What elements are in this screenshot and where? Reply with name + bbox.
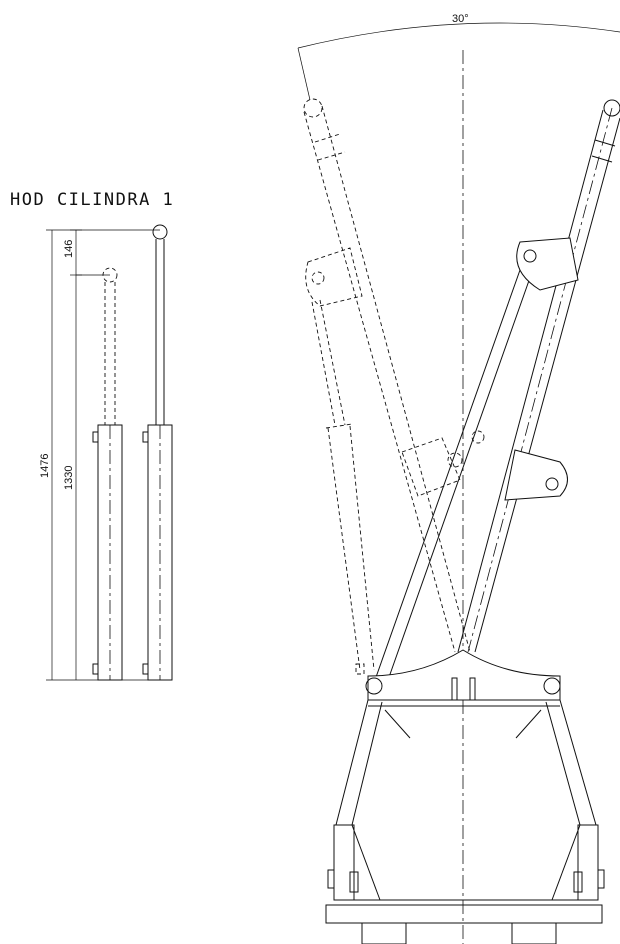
boom-tip-eye-right [603, 99, 620, 117]
angle-arc [297, 22, 620, 49]
leg-left-outer [335, 699, 369, 826]
boom-edge-a [303, 111, 456, 653]
boom-edge-d [474, 117, 620, 653]
post-lug-right [573, 871, 583, 893]
dim-146: 146 [63, 240, 75, 258]
port-bottom-a [92, 663, 99, 675]
boom-tilted-dashed [303, 98, 485, 675]
bracket-pin-mid-right [545, 477, 559, 491]
post-lug-left [349, 871, 359, 893]
boom-band-a [314, 133, 341, 143]
dim-1330: 1330 [63, 466, 75, 490]
frame-arm-inner [387, 271, 533, 681]
diag-right [551, 824, 581, 901]
bracket-mid-right [504, 449, 568, 501]
pin-knob [471, 430, 485, 444]
bracket-top-right [516, 237, 579, 291]
boom-band-c [594, 139, 616, 147]
diag-left [351, 824, 381, 901]
cylinder-stroke-view: HOD CILINDRA 1 146 1476 1330 [10, 190, 174, 681]
drawing-title: HOD CILINDRA 1 [10, 190, 174, 210]
frame-arm-outer [374, 269, 521, 681]
foot-right [511, 922, 557, 944]
boom-assembly-view: 30° [297, 13, 620, 944]
bracket-pin-top-left [311, 271, 325, 285]
cyl-barrel-cap [325, 423, 353, 429]
cradle-plate [367, 649, 561, 701]
rod-eye-extended [152, 224, 168, 240]
leg-right-outer [559, 699, 597, 826]
brace-right [515, 709, 542, 739]
leg-left-inner [351, 701, 383, 826]
foot-left [361, 922, 407, 944]
brace-left [384, 709, 411, 739]
boom-edge-c [457, 109, 604, 653]
boom-band-b [317, 151, 346, 161]
post-left [333, 824, 355, 901]
cyl-barrel-b [349, 425, 375, 671]
boom-centerline [467, 107, 613, 653]
port-top-b [142, 431, 149, 443]
base-cradle [365, 649, 561, 707]
cyl-barrel-a [327, 427, 361, 671]
post-clip-right [597, 869, 605, 889]
boom-edge-b [321, 105, 471, 653]
port-bottom-b [142, 663, 149, 675]
bracket-mid-left [401, 437, 461, 497]
bracket-pin-top-right [523, 249, 537, 263]
cyl-rod-a [311, 301, 336, 426]
post-clip-left [327, 869, 335, 889]
base-beam [325, 904, 603, 924]
post-right [577, 824, 599, 901]
boom-tilted-solid [374, 99, 620, 681]
cradle-pin-right [543, 677, 561, 695]
cylinder-retracted [92, 267, 123, 681]
cradle-pin-left [365, 677, 383, 695]
cradle-slot-b [469, 677, 476, 701]
bracket-top-left [305, 247, 363, 307]
boom-tip-eye-left [303, 98, 323, 118]
rod-eye-retracted [102, 267, 118, 283]
cyl-rod-b [319, 299, 346, 426]
leg-right-inner [545, 701, 581, 826]
dim-1476: 1476 [39, 454, 51, 478]
port-top-a [92, 431, 99, 443]
cyl-port [355, 663, 365, 675]
cradle-slot-a [451, 677, 458, 701]
angle-label: 30° [452, 13, 469, 25]
boom-band-d [591, 155, 613, 163]
angle-arc-left-end [297, 47, 311, 101]
support-frame [325, 699, 605, 944]
bracket-pin-mid [447, 452, 463, 468]
cylinder-extended [142, 224, 173, 681]
